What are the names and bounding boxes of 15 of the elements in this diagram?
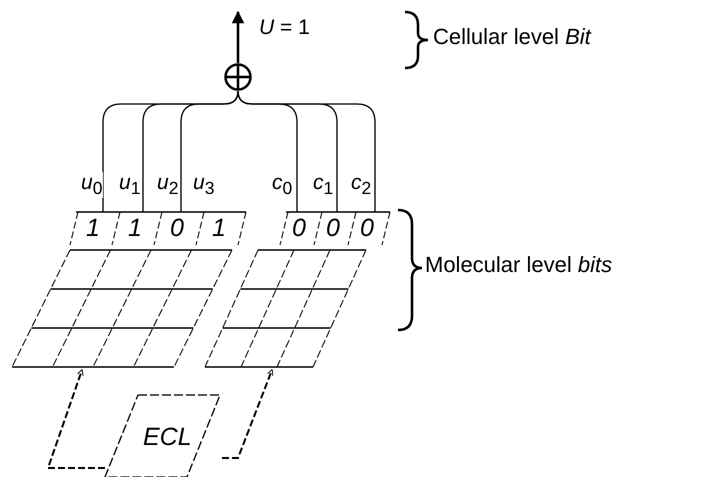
bit-value: 1 <box>212 214 226 243</box>
connector-line <box>180 90 239 212</box>
connector-line <box>237 90 376 212</box>
ecl-label: ECL <box>143 423 192 452</box>
edge-label: u$_{0}$ <box>80 172 104 198</box>
xor-symbol <box>224 63 252 91</box>
bit-value: 0 <box>292 214 306 243</box>
bit-value: 0 <box>326 214 340 243</box>
arrow <box>46 368 105 469</box>
bit-value: 1 <box>86 214 100 243</box>
arrow <box>222 369 274 459</box>
bit-value: 0 <box>360 214 374 243</box>
bit-value: 0 <box>170 214 184 243</box>
bit-value: 1 <box>128 214 142 243</box>
arrow <box>232 10 244 63</box>
